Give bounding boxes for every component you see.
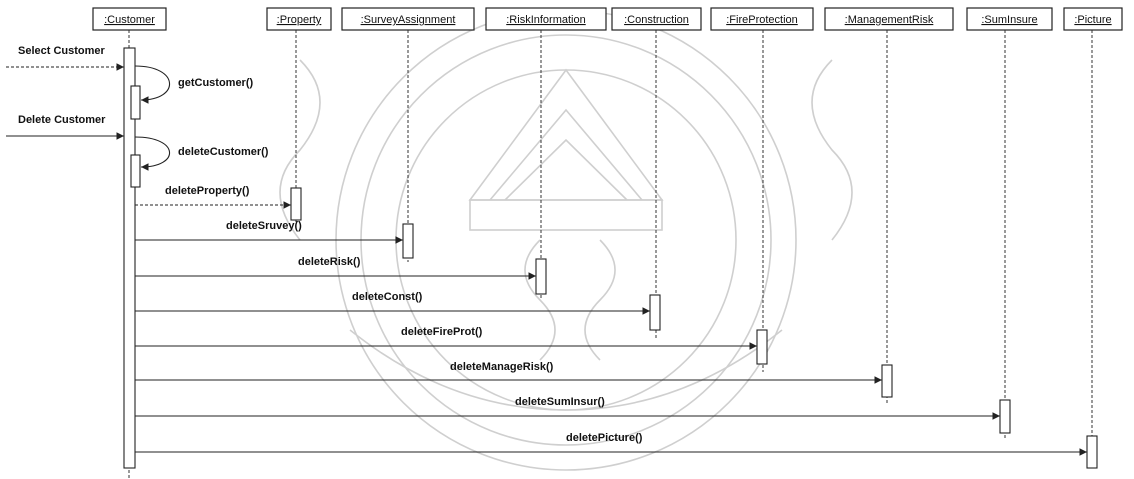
participant-label-fireprot: :FireProtection bbox=[726, 14, 798, 26]
message-label-managerisk: deleteManageRisk() bbox=[450, 361, 554, 373]
participant-label-managerisk: :ManagementRisk bbox=[845, 14, 934, 26]
self-message-label-2: deleteCustomer() bbox=[178, 146, 269, 158]
participant-label-risk: :RiskInformation bbox=[506, 14, 585, 26]
self-message-label-1: getCustomer() bbox=[178, 77, 254, 89]
participant-label-customer: :Customer bbox=[104, 14, 155, 26]
participant-headers: :Customer :Property :SurveyAssignment :Risk… bbox=[93, 8, 1122, 30]
activation-bars bbox=[124, 48, 1097, 468]
activation-construction bbox=[650, 295, 660, 330]
activation-risk bbox=[536, 259, 546, 294]
external-message-label-2: Delete Customer bbox=[18, 114, 106, 126]
activation-suminsure bbox=[1000, 400, 1010, 433]
participant-label-construction: :Construction bbox=[624, 14, 689, 26]
activation-customer-get bbox=[131, 86, 140, 119]
message-label-property: deleteProperty() bbox=[165, 185, 250, 197]
participant-label-suminsure: :SumInsure bbox=[981, 14, 1037, 26]
activation-picture bbox=[1087, 436, 1097, 468]
participant-label-survey: :SurveyAssignment bbox=[361, 14, 456, 26]
activation-property bbox=[291, 188, 301, 220]
message-label-picture: deletePicture() bbox=[566, 432, 643, 444]
participant-label-property: :Property bbox=[277, 14, 322, 26]
message-label-suminsure: deleteSumInsur() bbox=[515, 396, 605, 408]
activation-fireprot bbox=[757, 330, 767, 364]
activation-survey bbox=[403, 224, 413, 258]
message-label-construction: deleteConst() bbox=[352, 291, 423, 303]
activation-managerisk bbox=[882, 365, 892, 397]
participant-label-picture: :Picture bbox=[1074, 14, 1111, 26]
activation-customer-delete bbox=[131, 155, 140, 187]
message-label-risk: deleteRisk() bbox=[298, 256, 361, 268]
message-label-fireprot: deleteFireProt() bbox=[401, 326, 483, 338]
message-label-survey: deleteSruvey() bbox=[226, 220, 302, 232]
external-message-label-1: Select Customer bbox=[18, 45, 106, 57]
